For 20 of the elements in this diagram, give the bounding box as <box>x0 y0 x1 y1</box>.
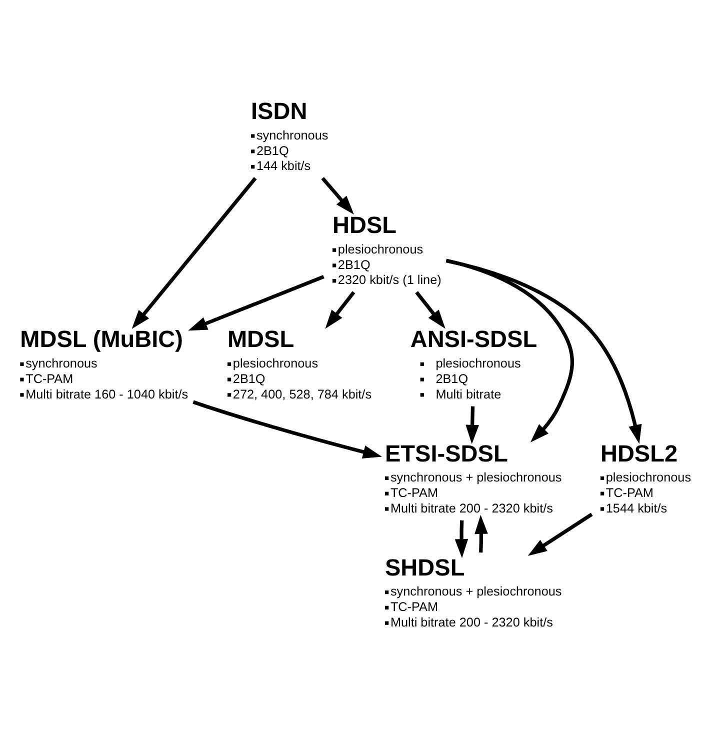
arrow <box>132 176 257 328</box>
arrow <box>454 520 468 558</box>
arrow <box>325 290 356 328</box>
arrow <box>446 258 642 444</box>
node-text: SHDSL synchronous + plesiochronous TC-PAM Multi bitrate 200 - 2320 kbit/s <box>385 554 562 629</box>
node-text: ETSI-SDSL synchronous + plesiochronous TC-PAM Multi bitrate 200 - 2320 kbit/s <box>385 440 562 515</box>
arrow <box>321 176 354 214</box>
arrow <box>188 274 324 330</box>
arrow <box>466 406 479 444</box>
arrow <box>192 400 382 458</box>
node-text: ANSI-SDSL plesiochronous 2B1Q Multi bitrate <box>410 326 538 401</box>
node-text: MDSL (MuBIC) synchronous TC-PAM Multi bitrate 160 - 1040 kbit/s <box>20 326 188 401</box>
arrow <box>528 512 593 556</box>
node-text: HDSL plesiochronous 2B1Q 2320 kbit/s (1 line) <box>332 212 442 287</box>
arrow <box>474 514 488 552</box>
node-text: HDSL2 plesiochronous TC-PAM 1544 kbit/s <box>600 440 692 515</box>
node-text: ISDN synchronous 2B1Q 144 kbit/s <box>251 98 328 173</box>
node-text: MDSL plesiochronous 2B1Q 272, 400, 528, 784 kbit/s <box>227 326 372 401</box>
arrow <box>446 258 574 442</box>
arrow <box>415 290 446 328</box>
